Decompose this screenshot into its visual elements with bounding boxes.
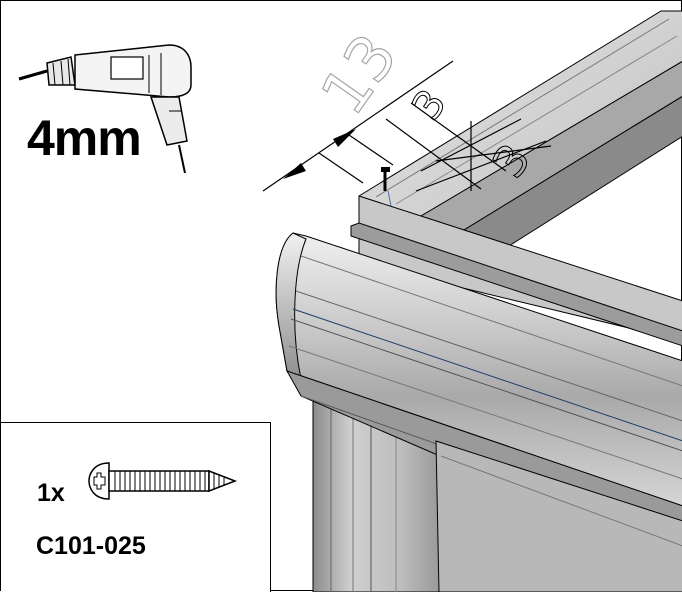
dimension-lines [262,60,552,192]
back-rail [358,10,682,264]
drill-bit-size: 4mm [27,110,142,166]
dimension-label-a: 3 [404,82,456,129]
part-code: C101-025 [36,532,146,560]
screw-position-marker [381,167,392,207]
parts-box: 1x C101-025 [1,422,271,592]
part-quantity: 1x [37,479,65,507]
corner-block [350,195,682,347]
front-gutter-rail [275,232,682,592]
dimension-label-length: 13 [306,21,411,128]
screw-icon [88,462,238,500]
drill-icon [18,44,192,174]
